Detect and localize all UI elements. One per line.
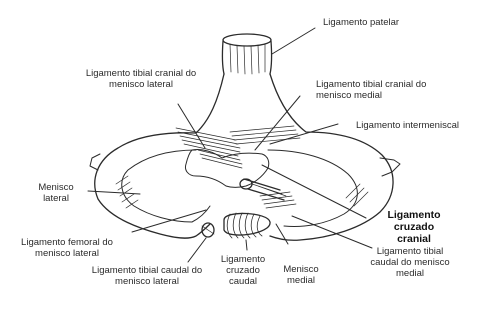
label-line: menisco lateral [72,276,222,287]
label-line: cruzado [378,221,450,233]
label-patellar-ligament: Ligamento patelar [323,17,399,28]
label-line: Ligamento femoral do [2,237,132,248]
label-line: menisco lateral [66,79,216,90]
label-line: Ligamento tibial cranial do [66,68,216,79]
label-line: Ligamento [378,209,450,221]
label-line: medial [276,275,326,286]
label-medial-meniscus: Menisco medial [276,264,326,286]
label-cranial-cruciate: Ligamento cruzado cranial [378,209,450,245]
cranial-cruciate-drawing [240,179,286,200]
label-line: Menisco [30,182,82,193]
label-line: Ligamento [212,254,274,265]
label-caudal-cruciate: Ligamento cruzado caudal [212,254,274,287]
label-line: cranial [378,233,450,245]
label-line: Ligamento tibial cranial do [316,79,426,90]
label-line: lateral [30,193,82,204]
label-line: Ligamento tibial [360,246,460,257]
label-caudal-tibial-medial: Ligamento tibial caudal do menisco media… [360,246,460,279]
label-lateral-meniscus: Menisco lateral [30,182,82,204]
label-line: caudal do menisco [360,257,460,268]
label-intermeniscal: Ligamento intermeniscal [356,120,459,131]
label-line: Menisco [276,264,326,275]
label-line: menisco lateral [2,248,132,259]
label-line: Ligamento tibial caudal do [72,265,222,276]
label-cranial-tibial-medial: Ligamento tibial cranial do menisco medi… [316,79,426,101]
patellar-ligament-drawing [222,34,271,74]
label-line: menisco medial [316,90,426,101]
label-cranial-tibial-lateral: Ligamento tibial cranial do menisco late… [66,68,216,90]
label-line: cruzado [212,265,274,276]
caudal-cruciate-drawing [224,213,270,238]
label-meniscofemoral: Ligamento femoral do menisco lateral [2,237,132,259]
label-line: medial [360,268,460,279]
leader-lines [88,28,372,262]
label-line: caudal [212,276,274,287]
ligament-hatching [116,126,368,208]
label-caudal-tibial-lateral: Ligamento tibial caudal do menisco later… [72,265,222,287]
